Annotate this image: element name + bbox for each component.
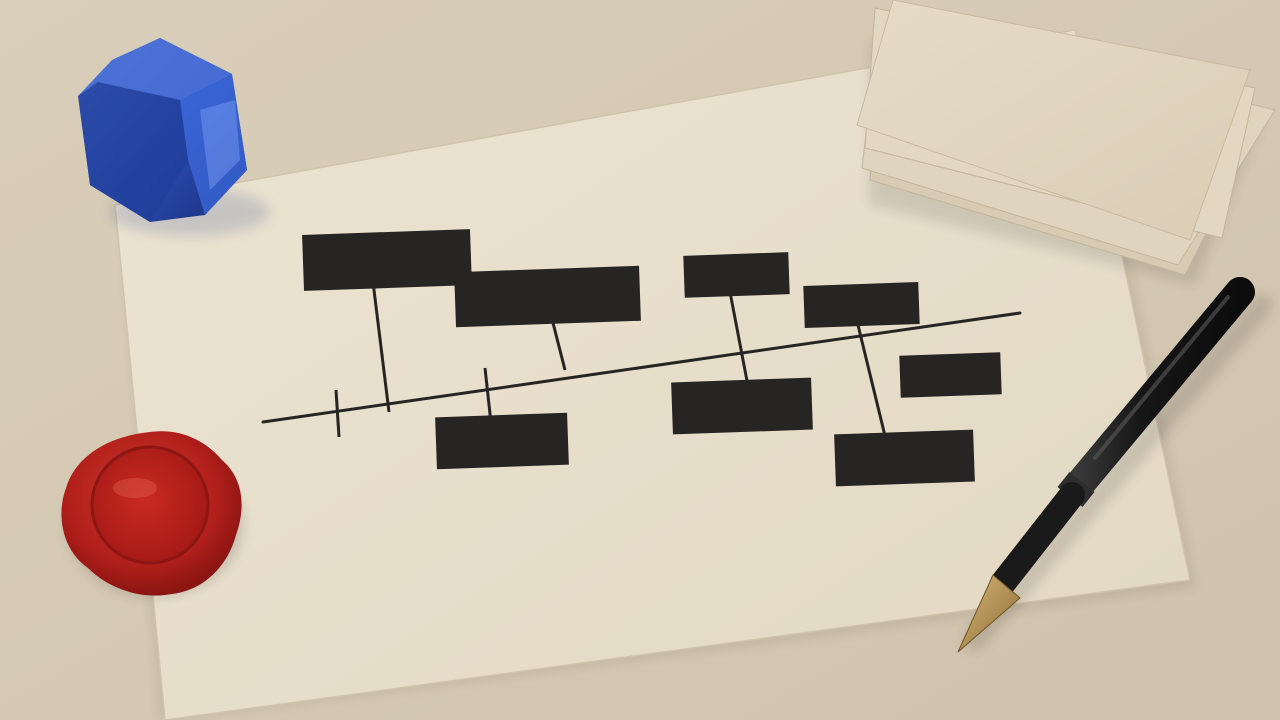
crystal-highlight [200,100,240,190]
pen-nib [957,574,1021,653]
timeline-start-tick [334,389,341,438]
timeline-sketch [261,229,1022,487]
crystal-side-facet [180,74,247,215]
wax-seal [61,431,243,597]
pen-highlight [1093,295,1230,460]
ink-stem [855,320,888,441]
ink-block-below [899,352,1002,398]
wax-seal-impression [90,445,210,565]
ink-block-below [834,429,975,487]
crystal-top-facet [98,38,232,100]
pen-barrel [1060,277,1255,505]
pen-grip [990,482,1085,596]
ink-block-above [683,252,790,298]
wax-seal-sheen [113,478,157,498]
ink-block-above [302,229,472,291]
ink-block-above [454,265,641,328]
ink-stem [549,314,567,371]
ink-block-above [803,281,920,328]
fountain-pen [957,277,1273,653]
pen-shadow [964,294,1273,651]
ink-block-below [671,377,813,435]
blue-crystal [78,38,270,236]
ink-stem [728,291,750,387]
ink-block-below [435,412,569,470]
crystal-left-facet [78,82,188,222]
card-stack [856,0,1276,285]
ink-stem [371,281,391,413]
card-top [856,0,1251,241]
ink-stem [483,367,493,424]
